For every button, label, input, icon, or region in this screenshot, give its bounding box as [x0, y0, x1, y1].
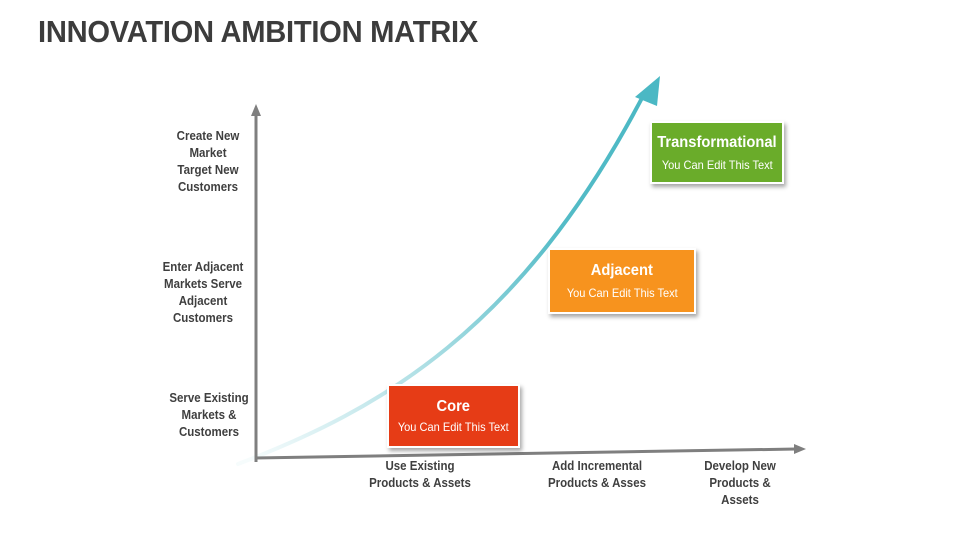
- y-label-line: Enter Adjacent: [162, 260, 244, 274]
- y-label-line: Customers: [172, 311, 234, 325]
- y-axis-arrow-icon: [251, 104, 261, 116]
- x-axis: [254, 444, 806, 460]
- transformational-text: You Can Edit This Text: [661, 157, 773, 172]
- y-label-line: Target New: [177, 163, 239, 177]
- x-label-new-products: Develop New Products & Assets: [676, 458, 805, 509]
- adjacent-text: You Can Edit This Text: [566, 286, 678, 300]
- x-axis-arrow-icon: [794, 444, 806, 454]
- y-label-line: Markets Serve: [164, 277, 242, 291]
- y-label-line: Market: [189, 146, 227, 160]
- x-label-existing-products: Use Existing Products & Assets: [356, 458, 485, 492]
- x-label-line: Use Existing: [385, 459, 455, 473]
- x-label-line: Products & Assets: [369, 476, 471, 490]
- y-label-adjacent-market: Enter Adjacent Markets Serve Adjacent Cu…: [148, 259, 258, 327]
- transformational-heading: Transformational: [657, 133, 777, 151]
- x-label-line: Develop New: [704, 459, 776, 473]
- core-box: Core You Can Edit This Text: [387, 384, 520, 448]
- growth-curve: [236, 76, 660, 466]
- x-label-line: Products &: [709, 476, 771, 490]
- page-title: INNOVATION AMBITION MATRIX: [38, 14, 478, 49]
- core-text: You Can Edit This Text: [398, 420, 509, 434]
- x-label-incremental-products: Add Incremental Products & Asses: [533, 458, 662, 492]
- x-label-line: Products & Asses: [547, 476, 647, 490]
- y-label-line: Customers: [177, 180, 239, 194]
- x-label-line: Add Incremental: [551, 459, 643, 473]
- core-heading: Core: [436, 398, 471, 415]
- y-label-new-market: Create New Market Target New Customers: [153, 128, 263, 196]
- y-label-line: Markets &: [181, 408, 237, 422]
- adjacent-heading: Adjacent: [590, 262, 654, 279]
- curve-arrowhead-icon: [635, 76, 660, 106]
- adjacent-box: Adjacent You Can Edit This Text: [548, 248, 696, 314]
- transformational-box: Transformational You Can Edit This Text: [650, 121, 784, 184]
- y-label-line: Serve Existing: [169, 391, 249, 405]
- y-axis: [251, 104, 261, 462]
- x-label-line: Assets: [721, 493, 759, 507]
- y-label-line: Customers: [178, 425, 240, 439]
- y-label-line: Create New: [176, 129, 240, 143]
- y-label-line: Adjacent: [178, 294, 228, 308]
- y-label-existing-market: Serve Existing Markets & Customers: [154, 390, 264, 441]
